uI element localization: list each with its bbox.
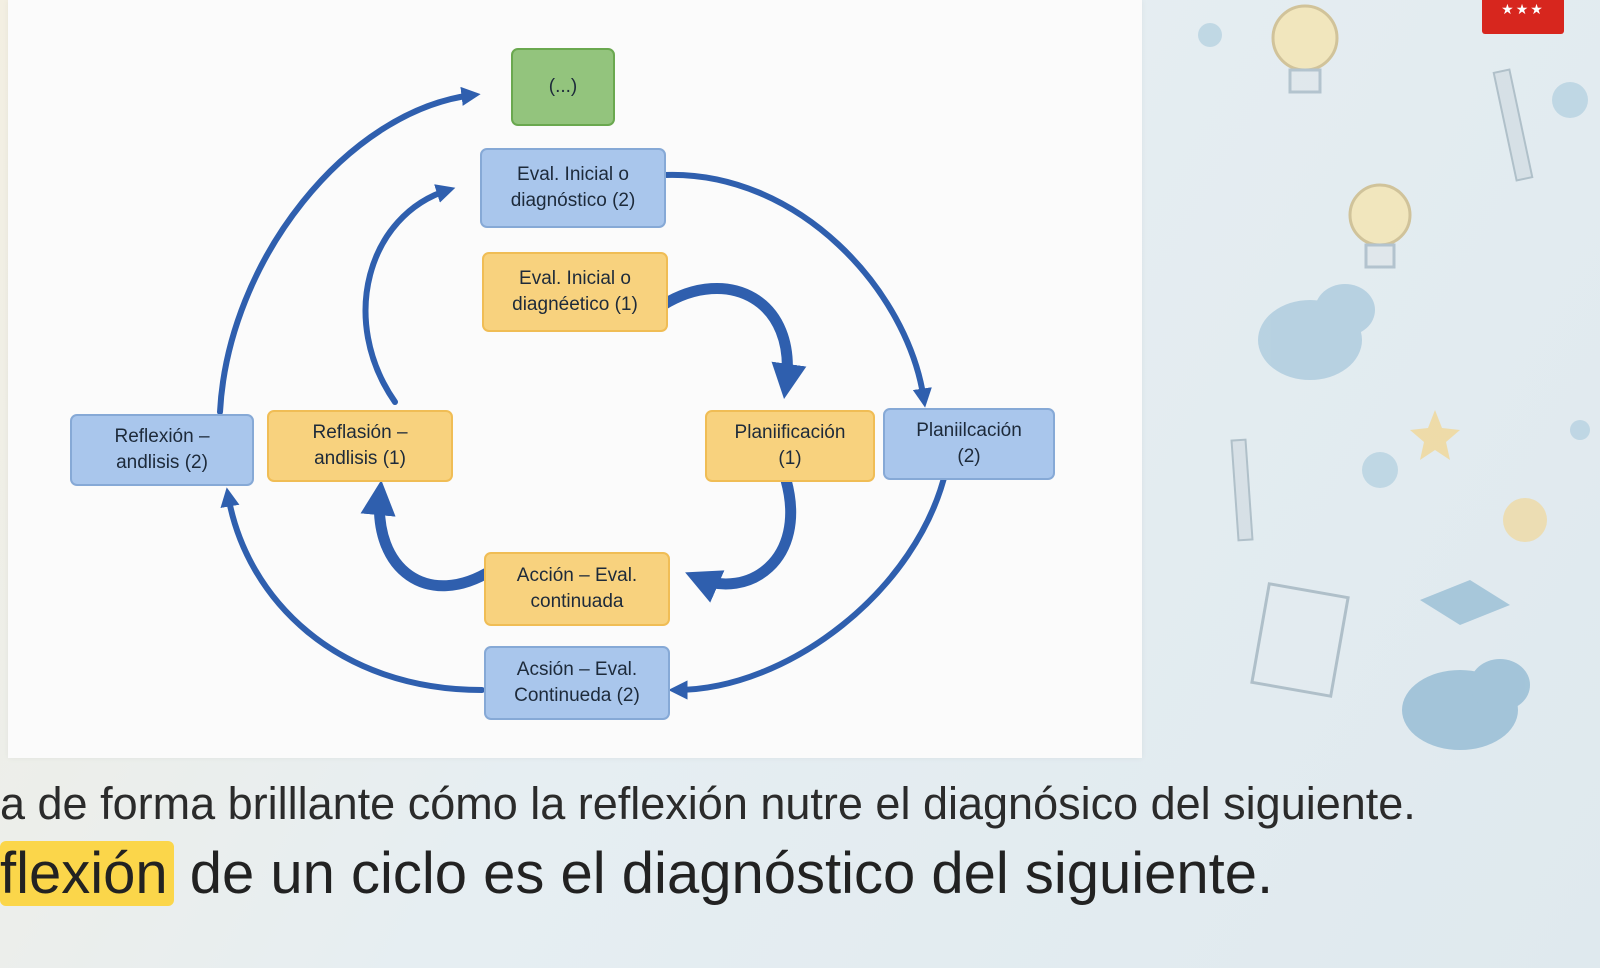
arrow-acc2-to-refl2 [220,487,485,693]
graduation-cap-icon [1420,580,1510,625]
lightbulb-icon [1271,4,1339,94]
node-accion-1: Acción – Eval. continuada [484,552,670,626]
arrow-eval1-to-plan1 [657,283,807,399]
cycle-diagram-arrows [217,86,949,700]
node-planificacion-1: Planiificación (1) [705,410,875,482]
document-icon [1250,582,1350,698]
arrow-plan2-to-acc2 [668,467,949,700]
arrow-refl2-to-etc [217,86,481,415]
node-reflexion-1: Reflasión – andlisis (1) [267,410,453,482]
arrow-plan1-to-acc1 [685,474,797,603]
subtitle-highlight-word: flexión [0,841,174,906]
node-accion-2: Acsión – Eval. Continueda (2) [484,646,670,720]
node-planificacion-2: Planiilcación (2) [883,408,1055,480]
circle-dots [1198,23,1590,542]
cloud-icon [1402,659,1530,750]
subtitle-line-2-rest: de un ciclo es el diagnóstico del siguie… [173,841,1274,906]
node-eval-inicial-2: Eval. Inicial o diagnóstico (2) [480,148,666,228]
arrow-eval2-to-plan2 [661,171,932,408]
subtitle-line-1: a de forma brilllante cómo la reflexión … [0,778,1416,829]
star-icon [1410,410,1460,460]
presentation-slide: (...) Eval. Inicial o diagnóstico (2) Ev… [8,0,1142,758]
arrow-refl1-to-eval2 [362,184,456,405]
subtitle-line-2: flexión de un ciclo es el diagnóstico de… [0,840,1273,907]
arrow-acc1-to-refl1 [360,479,498,592]
lightbulb-icon [1348,183,1412,269]
pencil-icon [1230,68,1534,542]
node-reflexion-2: Reflexión – andlisis (2) [70,414,254,486]
node-eval-inicial-1: Eval. Inicial o diagnéetico (1) [482,252,668,332]
node-ellipsis: (...) [511,48,615,126]
cloud-icon [1258,284,1375,380]
region-flag-logo: ★★★ [1482,0,1564,34]
